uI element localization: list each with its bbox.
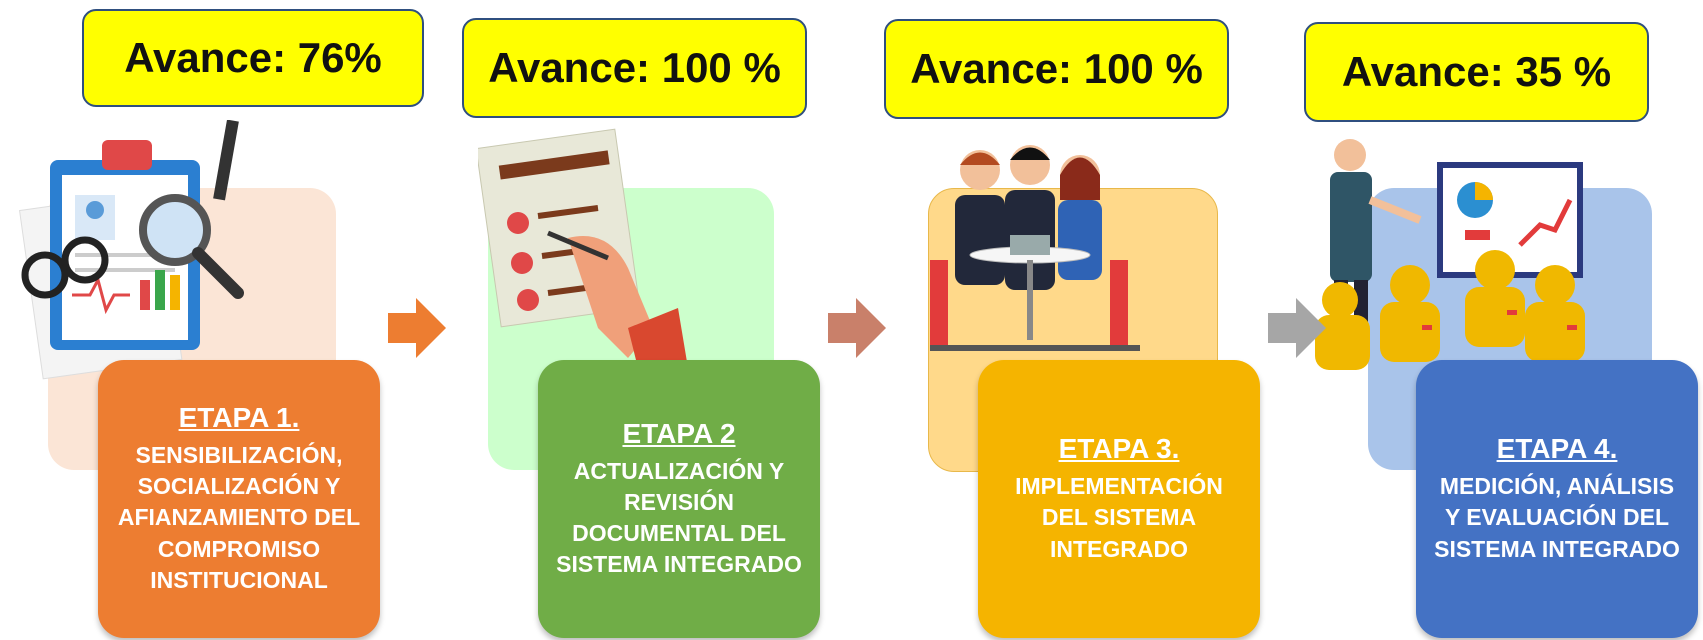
stage-4-card: ETAPA 4. MEDICIÓN, ANÁLISIS Y EVALUACIÓN…: [1416, 360, 1698, 638]
stage-title: ETAPA 2: [622, 417, 736, 449]
presentation-audience-icon: [1315, 139, 1585, 370]
stage-title: ETAPA 3.: [1058, 433, 1180, 465]
stage-title: ETAPA 4.: [1496, 433, 1618, 465]
progress-label: Avance: 100 %: [488, 44, 781, 91]
checklist-icon: [478, 128, 688, 368]
progress-box-stage-4: Avance: 35 %: [1304, 22, 1649, 122]
progress-box-stage-3: Avance: 100 %: [884, 19, 1229, 119]
stage-3-card: ETAPA 3. IMPLEMENTACIÓN DEL SISTEMA INTE…: [978, 360, 1260, 638]
arrow-right-icon: [828, 298, 886, 358]
stage-description: IMPLEMENTACIÓN DEL SISTEMA INTEGRADO: [1015, 473, 1223, 562]
stage-description: MEDICIÓN, ANÁLISIS Y EVALUACIÓN DEL SIST…: [1434, 473, 1680, 562]
progress-box-stage-1: Avance: 76%: [82, 9, 424, 107]
stage-description: SENSIBILIZACIÓN, SOCIALIZACIÓN Y AFIANZA…: [117, 442, 361, 593]
stage-title: ETAPA 1.: [178, 402, 300, 434]
progress-box-stage-2: Avance: 100 %: [462, 18, 807, 118]
arrow-right-icon: [1268, 298, 1326, 358]
arrow-right-icon: [388, 298, 446, 358]
stage-1-card: ETAPA 1. SENSIBILIZACIÓN, SOCIALIZACIÓN …: [98, 360, 380, 638]
progress-label: Avance: 76%: [124, 34, 382, 81]
progress-label: Avance: 35 %: [1341, 48, 1612, 95]
progress-label: Avance: 100 %: [910, 45, 1203, 92]
team-meeting-icon: [930, 145, 1140, 351]
stage-2-card: ETAPA 2 ACTUALIZACIÓN Y REVISIÓN DOCUMEN…: [538, 360, 820, 638]
stage-description: ACTUALIZACIÓN Y REVISIÓN DOCUMENTAL DEL …: [556, 457, 802, 578]
clipboard-magnifier-icon: [18, 120, 244, 380]
